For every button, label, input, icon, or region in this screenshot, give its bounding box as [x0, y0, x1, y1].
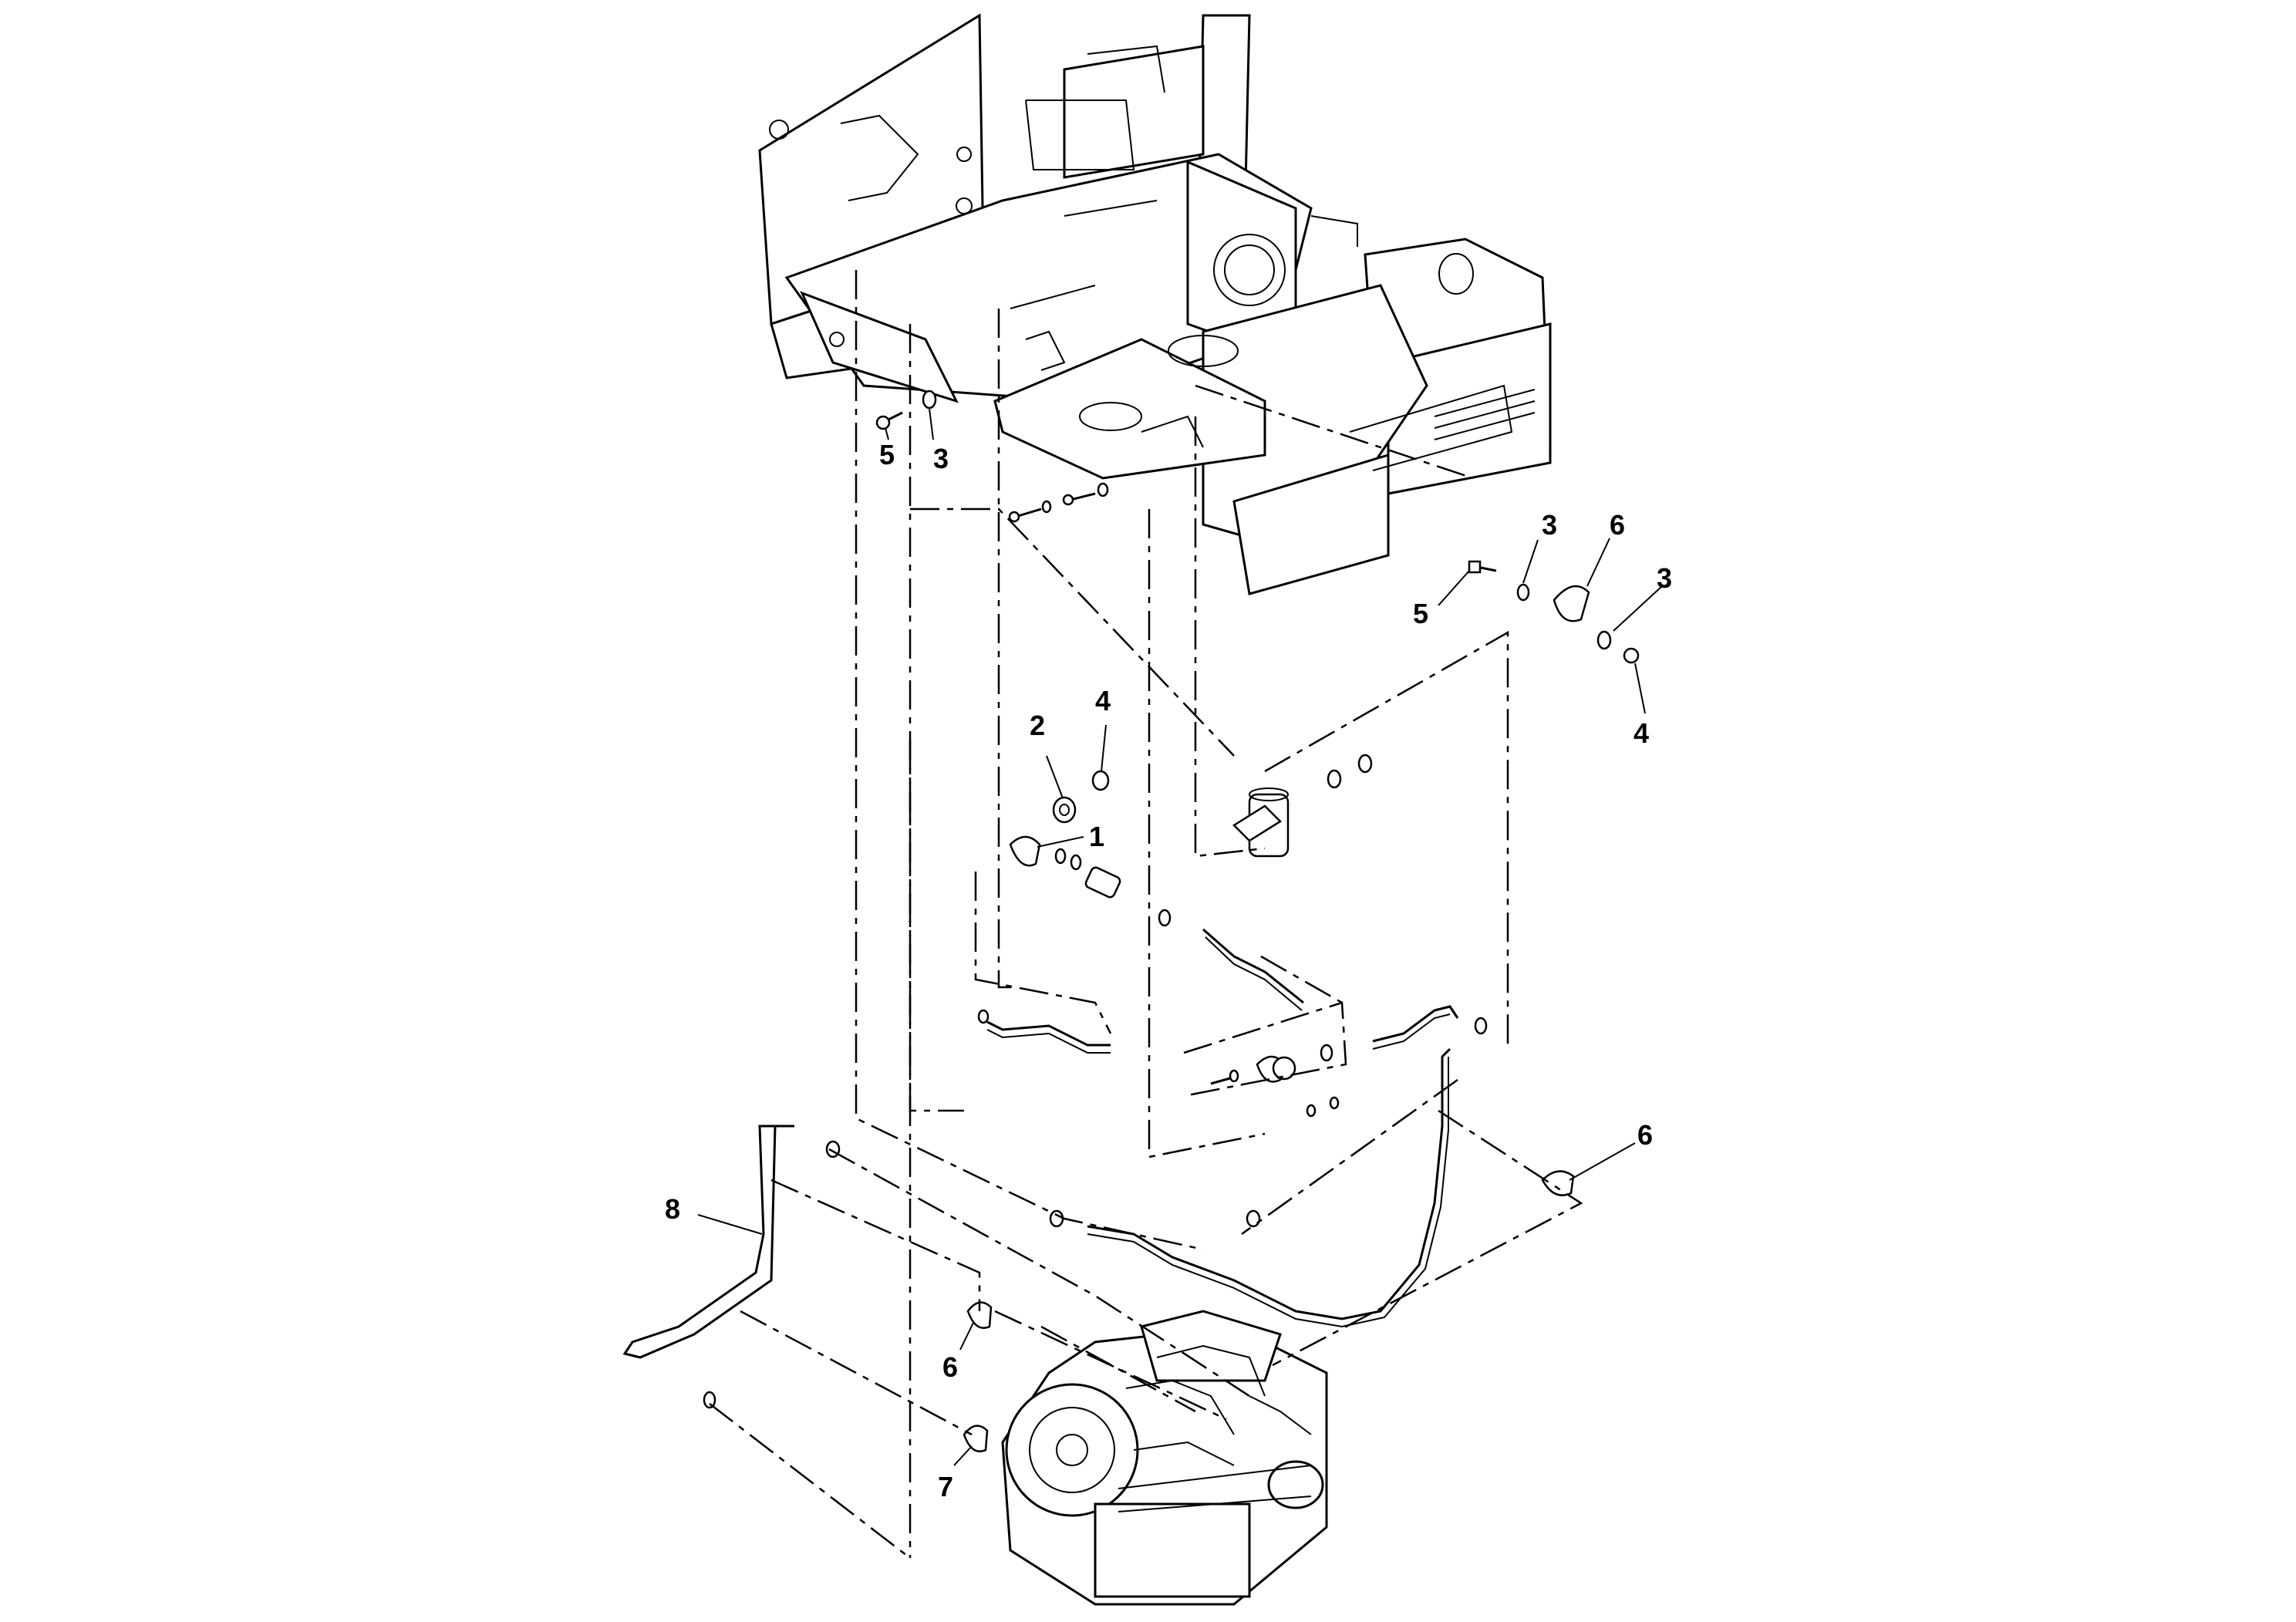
- callout-labels: 5 3 3 6 3 5 4 2 4 1 6 8 6 7: [665, 439, 1672, 1502]
- callout-5-right: 5: [1413, 598, 1428, 629]
- callout-8: 8: [665, 1193, 680, 1225]
- phantom-lines: [709, 270, 1583, 1559]
- callout-7: 7: [938, 1471, 953, 1502]
- callout-6-lower-right: 6: [1637, 1119, 1653, 1151]
- callout-4-mid: 4: [1095, 685, 1111, 717]
- callout-leaders: [697, 408, 1663, 1466]
- callout-3-right-upper: 3: [1542, 509, 1557, 541]
- chassis-frame: [758, 13, 1552, 595]
- callout-6-lower-left: 6: [942, 1351, 958, 1383]
- tube-lines: [622, 1047, 1575, 1452]
- callout-3-left: 3: [933, 443, 949, 474]
- callout-2: 2: [1030, 710, 1045, 741]
- engine: [1001, 1310, 1328, 1606]
- callout-4-right: 4: [1633, 717, 1649, 749]
- frame-hardware: [875, 389, 1640, 858]
- callout-3-right: 3: [1657, 562, 1672, 594]
- callout-5-left: 5: [879, 439, 895, 470]
- callout-6-right: 6: [1610, 509, 1625, 541]
- callout-1: 1: [1089, 821, 1104, 852]
- mid-components: [977, 770, 1488, 1118]
